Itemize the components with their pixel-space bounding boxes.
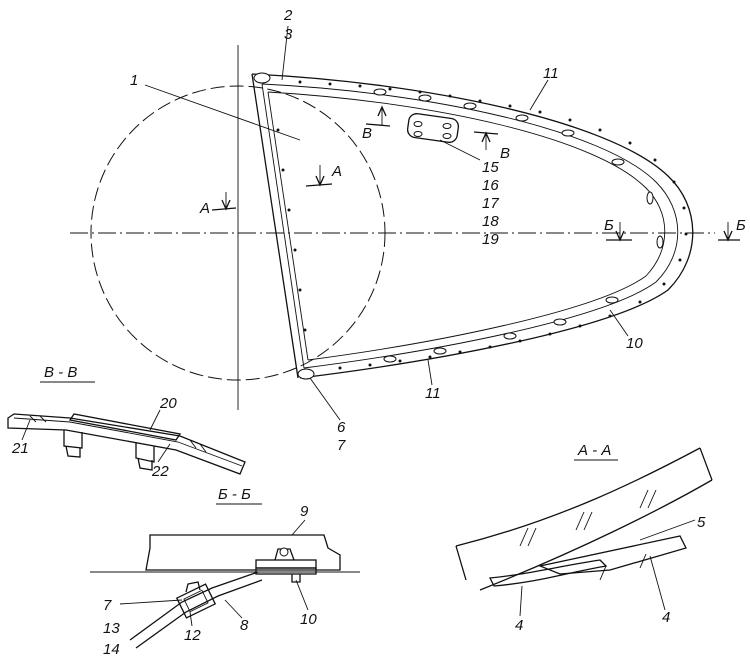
label-17: 17 [482, 195, 499, 212]
label-10-bb: 10 [300, 611, 317, 628]
fasteners-vv [63, 430, 155, 471]
section-bb [90, 503, 360, 649]
label-20: 20 [159, 395, 177, 412]
frame-inner-contour-2 [267, 91, 666, 361]
rivet-row [276, 80, 688, 370]
label-4-right: 4 [662, 609, 670, 626]
seal-strip-5 [488, 559, 608, 587]
label-9: 9 [300, 503, 309, 520]
mark-b-right: Б [736, 217, 746, 234]
section-mark-b-left [606, 222, 632, 242]
label-1: 1 [130, 72, 138, 89]
section-mark-v-left [365, 105, 391, 127]
dashed-circle-outline [90, 85, 386, 381]
label-8: 8 [240, 617, 249, 634]
label-7-bb: 7 [103, 597, 112, 614]
label-11-bottom: 11 [425, 385, 441, 402]
mark-v-left: В [362, 125, 372, 142]
leader-lines [144, 25, 629, 421]
label-4-left: 4 [515, 617, 523, 634]
section-title-bb: Б - Б [218, 486, 251, 503]
label-19: 19 [482, 231, 499, 248]
section-vv [7, 381, 246, 475]
plate-15 [406, 113, 460, 143]
section-aa [455, 447, 713, 617]
section-mark-a-left [211, 192, 237, 211]
section-mark-a-right [305, 165, 333, 187]
label-3: 3 [284, 26, 293, 43]
label-2: 2 [283, 7, 293, 24]
frame-inner-contour [261, 83, 679, 369]
mark-v-right: В [500, 145, 510, 162]
label-6: 6 [337, 419, 346, 436]
label-12: 12 [184, 627, 201, 644]
label-22: 22 [151, 463, 169, 480]
label-16: 16 [482, 177, 499, 194]
label-14: 14 [103, 641, 120, 658]
label-15: 15 [482, 159, 499, 176]
corner-fitting-top [253, 72, 271, 84]
mark-b-left: Б [604, 217, 614, 234]
label-10-main: 10 [626, 335, 643, 352]
mark-a-right: А [331, 163, 342, 180]
label-18: 18 [482, 213, 499, 230]
frame-left-edge-inner [261, 83, 305, 369]
section-title-aa: А - А [577, 442, 611, 459]
mark-a-left: А [199, 200, 210, 217]
frame-clips [373, 88, 664, 363]
frame-left-edge [251, 73, 299, 379]
section-mark-b-right [718, 222, 740, 242]
label-13: 13 [103, 620, 120, 637]
window-frame [251, 72, 694, 380]
section-title-vv: В - В [44, 364, 77, 381]
label-5: 5 [697, 514, 706, 531]
label-7-main: 7 [337, 437, 346, 454]
label-21: 21 [11, 440, 29, 457]
frame-left-edge-inner-2 [267, 91, 309, 361]
section-mark-v-right [473, 131, 499, 150]
label-11-top: 11 [543, 65, 559, 82]
corner-fitting-bottom [297, 368, 315, 380]
